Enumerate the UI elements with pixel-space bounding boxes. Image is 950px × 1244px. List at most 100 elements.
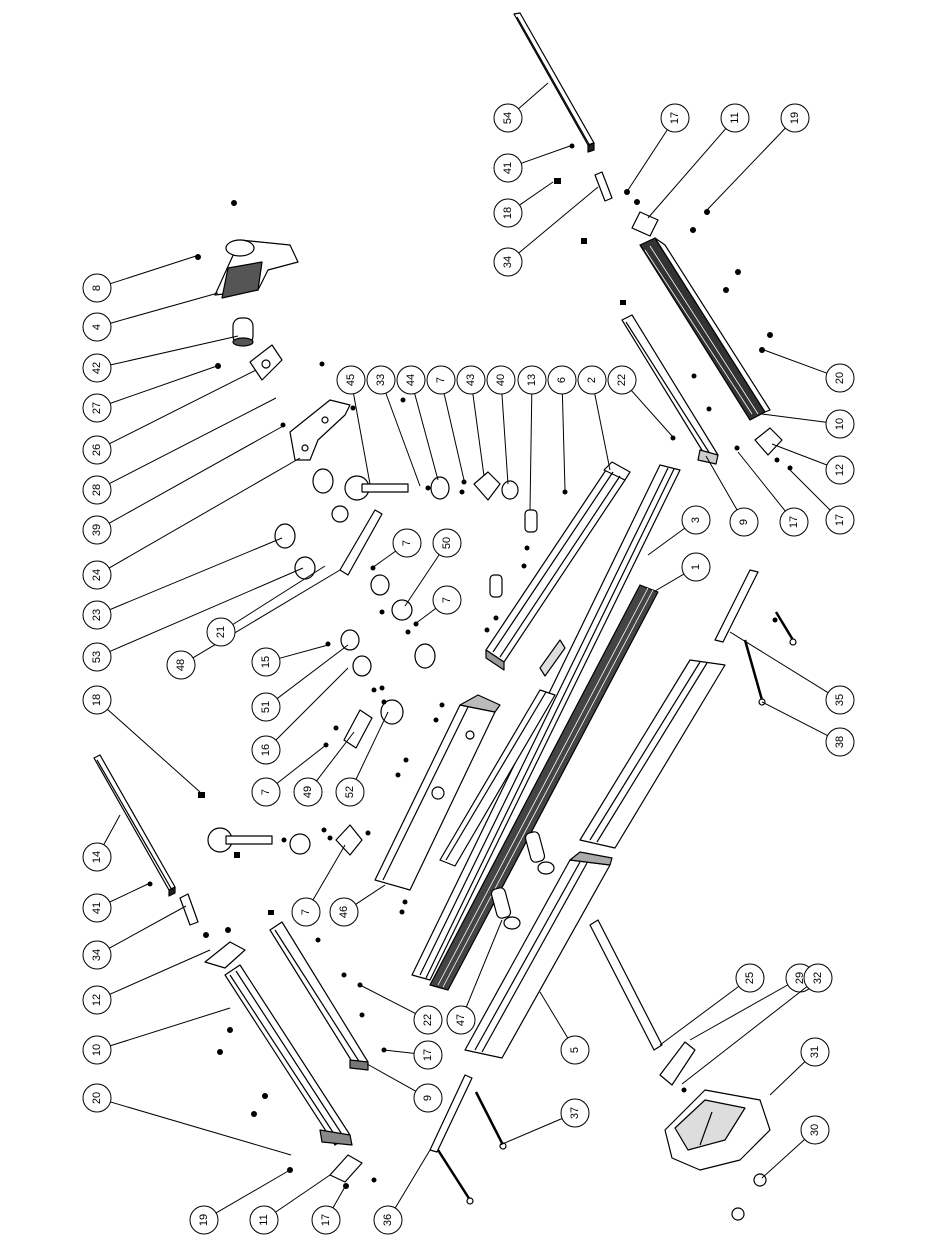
callout-leader-line <box>280 645 328 658</box>
callout-leader-line <box>415 394 438 480</box>
callout-number: 48 <box>175 659 187 671</box>
callout-leader-line <box>372 551 396 568</box>
callout-leader-line <box>473 394 484 476</box>
callout-number: 20 <box>91 1092 103 1104</box>
callout-number: 13 <box>526 374 538 386</box>
callout-number: 26 <box>91 444 103 456</box>
callout-number: 22 <box>616 374 628 386</box>
bracket-part <box>215 240 298 298</box>
callout-number: 42 <box>91 362 103 374</box>
callout-number: 31 <box>809 1046 821 1058</box>
callout-leader-line <box>595 394 610 470</box>
callout-leader-line <box>110 538 282 610</box>
callout-13: 13 <box>518 366 546 510</box>
callout-7: 7 <box>372 529 421 568</box>
bracket-part <box>290 400 350 460</box>
callout-leader-line <box>706 456 737 510</box>
callout-17: 17 <box>628 104 689 190</box>
callout-number: 17 <box>834 514 846 526</box>
callout-number: 41 <box>502 162 514 174</box>
callout-number: 17 <box>320 1214 332 1226</box>
callout-leader-line <box>110 293 218 323</box>
callout-22: 22 <box>360 985 442 1034</box>
callout-9: 9 <box>367 1064 442 1112</box>
callout-leader-line <box>444 394 464 480</box>
callout-number: 6 <box>556 377 568 383</box>
callout-number: 17 <box>669 112 681 124</box>
callout-number: 2 <box>586 377 598 383</box>
callout-number: 50 <box>441 537 453 549</box>
callout-number: 47 <box>455 1014 467 1026</box>
callout-20: 20 <box>764 350 854 392</box>
callout-number: 11 <box>729 112 741 123</box>
callout-number: 30 <box>809 1124 821 1136</box>
callout-leader-line <box>772 444 827 465</box>
callout-leader-line <box>386 393 420 486</box>
callout-leader-line <box>367 1064 416 1091</box>
callout-number: 3 <box>690 517 702 523</box>
callout-8: 8 <box>83 256 196 302</box>
callout-2: 2 <box>578 366 610 470</box>
callout-23: 23 <box>83 538 282 629</box>
callout-leader-line <box>384 1050 414 1053</box>
callout-leader-line <box>277 645 348 699</box>
callout-leader-line <box>530 394 532 510</box>
callout-number: 18 <box>91 694 103 706</box>
callout-number: 32 <box>812 972 824 984</box>
callout-15: 15 <box>252 645 328 676</box>
callout-leader-line <box>521 146 570 163</box>
callout-number: 37 <box>569 1107 581 1119</box>
callout-leader-line <box>562 394 565 490</box>
callout-number: 15 <box>260 656 272 668</box>
callout-17: 17 <box>312 1185 346 1234</box>
callout-number: 12 <box>834 464 846 476</box>
callout-number: 51 <box>260 701 272 713</box>
callout-number: 19 <box>789 112 801 124</box>
callout-number: 35 <box>834 694 846 706</box>
callout-number: 49 <box>302 786 314 798</box>
callout-number: 25 <box>744 972 756 984</box>
callout-leader-line <box>313 845 345 900</box>
callout-number: 33 <box>375 374 387 386</box>
callout-leader-line <box>762 1139 805 1178</box>
callout-leader-line <box>109 458 300 568</box>
callout-number: 10 <box>91 1044 103 1056</box>
callout-number: 7 <box>260 789 272 795</box>
callout-leader-line <box>520 182 553 205</box>
callout-leader-line <box>111 336 238 365</box>
callout-number: 7 <box>441 597 453 603</box>
housing-part <box>660 1042 770 1220</box>
callout-leader-line <box>110 1008 230 1046</box>
callout-leader-line <box>648 528 685 555</box>
callout-leader-line <box>354 394 370 484</box>
callout-17: 17 <box>384 1041 442 1069</box>
callout-number: 4 <box>91 324 103 330</box>
callout-leader-line <box>104 815 120 845</box>
bar-part <box>514 13 594 152</box>
callout-54: 54 <box>494 83 548 132</box>
callout-26: 26 <box>83 370 256 464</box>
extrusion-part <box>225 965 352 1145</box>
callout-number: 14 <box>91 851 103 863</box>
callout-number: 8 <box>91 285 103 291</box>
callout-leader-line <box>110 370 256 444</box>
callout-30: 30 <box>762 1116 829 1178</box>
extrusion-part <box>640 238 770 420</box>
callout-number: 17 <box>788 516 800 528</box>
callout-number: 23 <box>91 609 103 621</box>
callout-number: 10 <box>834 418 846 430</box>
callout-leader-line <box>360 985 416 1014</box>
callout-leader-line <box>500 1118 562 1145</box>
callout-number: 36 <box>382 1214 394 1226</box>
callout-leader-line <box>660 986 739 1045</box>
callout-42: 42 <box>83 336 238 382</box>
callout-number: 44 <box>405 374 417 386</box>
callout-41: 41 <box>83 884 148 922</box>
callout-leader-line <box>109 906 186 948</box>
callout-45: 45 <box>337 366 370 484</box>
callout-leader-line <box>110 884 148 902</box>
callout-leader-line <box>762 702 828 736</box>
callout-leader-line <box>707 128 785 210</box>
callout-leader-line <box>631 390 672 436</box>
callout-6: 6 <box>548 366 576 490</box>
